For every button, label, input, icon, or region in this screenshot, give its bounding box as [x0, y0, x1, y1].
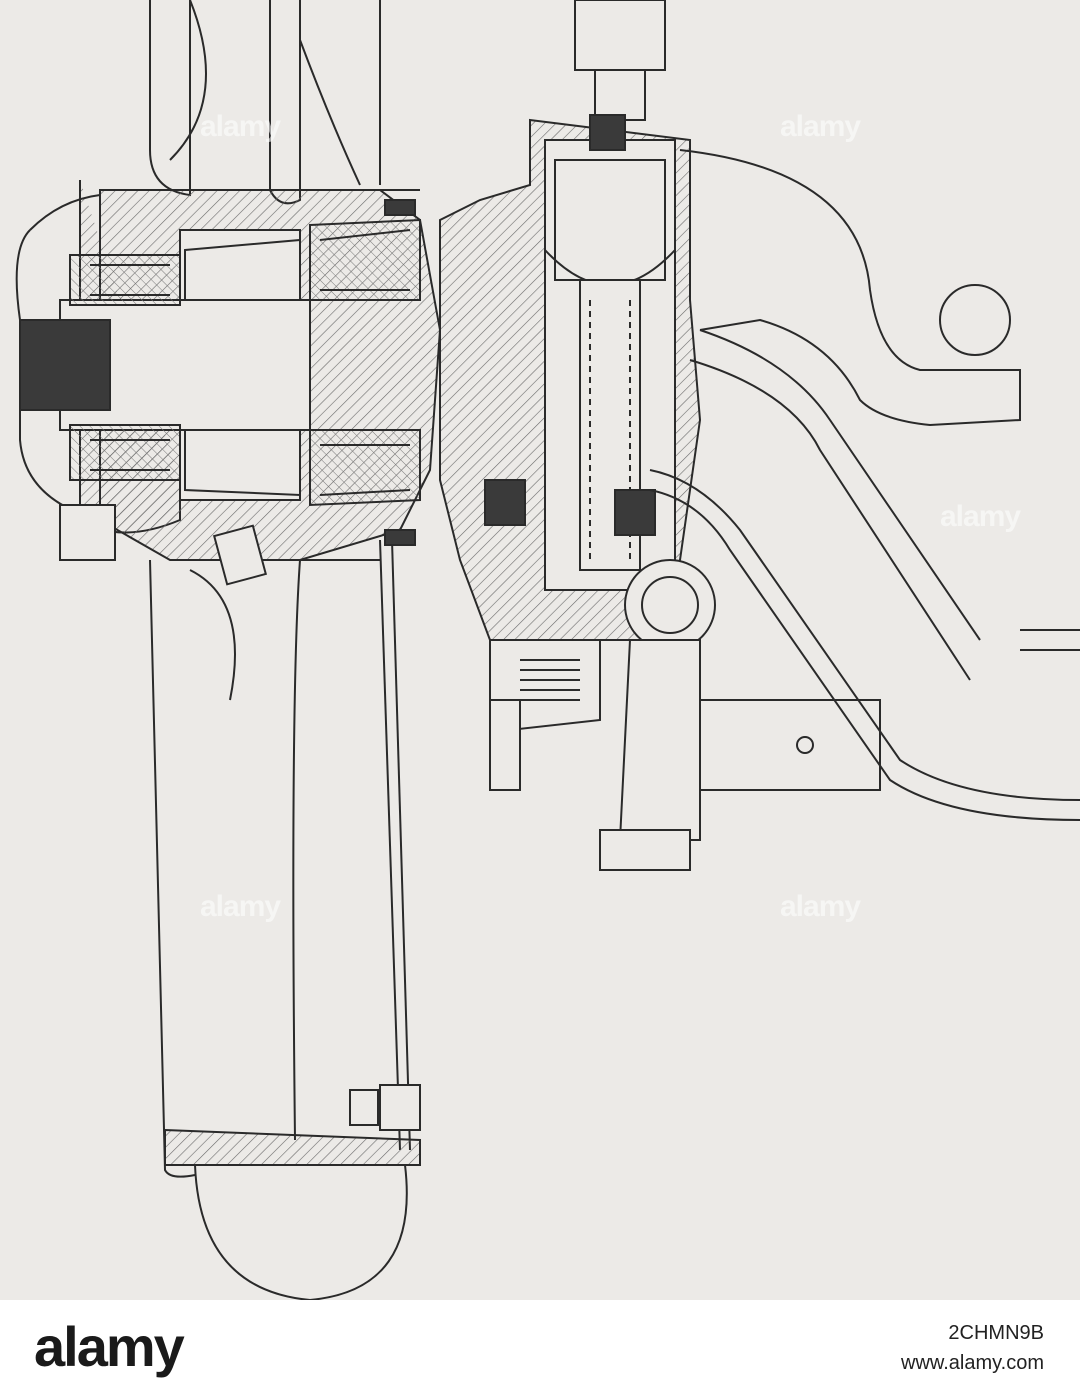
drag-link	[618, 639, 701, 841]
lower-bolt	[349, 1089, 379, 1126]
lower-arm	[149, 559, 196, 1178]
outer-bearing-bottom	[69, 424, 181, 481]
footer-logo: alamy	[34, 1315, 185, 1378]
footer-image-info: 2CHMN9B www.alamy.com	[901, 1318, 1044, 1378]
kingpin-cap	[574, 0, 666, 71]
image-id: 2CHMN9B	[948, 1322, 1044, 1344]
upper-seal	[484, 479, 526, 526]
outer-bearing-top	[69, 254, 181, 306]
lower-dome	[193, 1164, 408, 1300]
technical-drawing: alamy alamy alamy alamy alamy	[0, 0, 1080, 1300]
ball-joint	[939, 284, 1011, 356]
cross-section-svg	[15, 0, 1080, 1300]
steering-arm	[679, 149, 1021, 427]
inner-bearing-bottom	[309, 429, 421, 507]
site-url: www.alamy.com	[901, 1352, 1044, 1374]
footer-bar: alamy 2CHMN9B www.alamy.com	[0, 1300, 1080, 1390]
upper-spoke	[149, 0, 191, 197]
axle-beam	[649, 469, 1080, 801]
inner-bearing-top	[309, 218, 421, 301]
